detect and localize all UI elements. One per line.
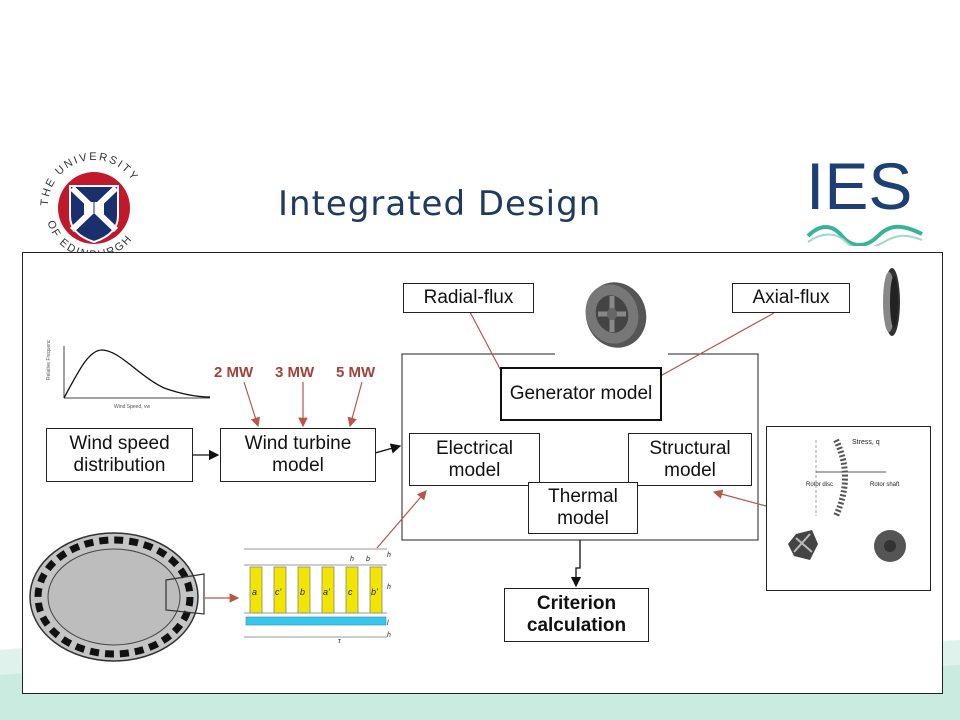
dim-label-h-top: h <box>350 556 354 563</box>
dim-label-hys: h <box>387 552 391 559</box>
rotor-mesh-icon <box>788 530 818 560</box>
structural-model-box: Structural model <box>628 433 752 486</box>
stress-label: Stress, q <box>852 439 880 446</box>
thermal-model-box: Thermal model <box>528 482 638 534</box>
svg-text:Relative Frequency: Relative Frequency <box>46 340 52 380</box>
generator-model-box: Generator model <box>500 367 662 421</box>
axial-flux-generator-image <box>883 268 900 336</box>
wind-speed-distribution-box: Wind speed distribution <box>46 428 193 482</box>
ies-logo-text: IES <box>806 149 913 223</box>
rotor-disc-label: Rotor disc <box>806 482 833 488</box>
criterion-calculation-box: Criterion calculation <box>504 588 649 642</box>
slot-label-b-prime: b' <box>371 587 378 597</box>
electrical-model-box: Electrical model <box>409 433 540 486</box>
rotor-disc-mesh-icon <box>874 530 906 562</box>
slot-label-b: b <box>300 587 305 597</box>
winding-slot-diagram: a c' b a' c b' h b h h l h τ <box>244 548 391 645</box>
slot-label-a: a <box>252 587 257 597</box>
slot-label-a-prime: a' <box>323 587 330 597</box>
page-title: Integrated Design <box>278 184 602 224</box>
rating-label-3mw: 3 MW <box>275 364 315 381</box>
rotor-shaft-label: Rotor shaft <box>870 482 900 488</box>
svg-text:Wind Speed, vw: Wind Speed, vw <box>114 404 151 410</box>
radial-flux-box: Radial-flux <box>403 283 534 313</box>
dim-label-hyr: h <box>387 632 391 639</box>
generator-cross-section-image <box>29 532 205 662</box>
rating-label-5mw: 5 MW <box>336 364 376 381</box>
university-seal-logo: THE UNIVERSITY OF EDINBURGH <box>39 151 139 260</box>
wind-turbine-model-box: Wind turbine model <box>220 428 376 482</box>
dim-label-b: b <box>366 556 370 563</box>
slot-label-c-prime: c' <box>275 587 282 597</box>
ies-wave-icon <box>806 224 923 246</box>
slot-label-c: c <box>348 587 353 597</box>
structural-analysis-figure: Stress, q Rotor disc Rotor shaft <box>788 438 906 562</box>
dim-label-tau: τ <box>338 638 341 645</box>
wind-distribution-plot: Relative Frequency Wind Speed, vw <box>44 340 214 412</box>
radial-flux-generator-image <box>585 282 647 348</box>
structural-analysis-panel <box>766 426 931 591</box>
dim-label-lm: l <box>387 620 389 627</box>
axial-flux-box: Axial-flux <box>732 283 850 313</box>
dim-label-hs: h <box>387 584 391 591</box>
rating-label-2mw: 2 MW <box>214 364 254 381</box>
